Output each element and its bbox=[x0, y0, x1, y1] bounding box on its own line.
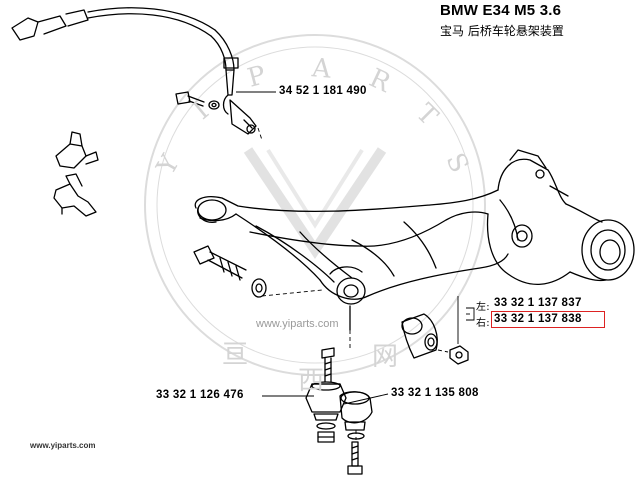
hub-carrier bbox=[486, 149, 635, 286]
rubber-mount-right bbox=[339, 391, 373, 431]
watermark-cn: 西 bbox=[298, 366, 325, 396]
mount-bolt-bottom bbox=[347, 441, 363, 475]
part-number-bushing: 33 32 1 135 808 bbox=[391, 387, 479, 399]
part-number-right-arm: 33 32 1 137 838 bbox=[494, 313, 582, 325]
watermark-cn: 亘 bbox=[222, 340, 249, 370]
part-number-sensor-cable: 34 52 1 181 490 bbox=[279, 85, 367, 97]
leader-dashes bbox=[257, 127, 449, 440]
page-subtitle: 宝马 后桥车轮悬架装置 bbox=[440, 24, 564, 38]
part-side-left-label: 左: bbox=[476, 302, 490, 313]
cable-clip-2 bbox=[53, 173, 97, 217]
washer-stack bbox=[316, 422, 365, 443]
sensor-bolt bbox=[175, 91, 220, 110]
watermark-url: www.yiparts.com bbox=[256, 318, 339, 330]
sensor-cable bbox=[11, 7, 257, 135]
callout-lines bbox=[236, 91, 475, 405]
hex-nut-right bbox=[449, 345, 469, 365]
rear-bushing bbox=[401, 313, 438, 359]
trailing-arm bbox=[194, 189, 509, 305]
watermark-letter: A bbox=[310, 53, 333, 85]
watermark-cn: 网 bbox=[372, 342, 399, 372]
page-title: BMW E34 M5 3.6 bbox=[440, 2, 562, 19]
rubber-mount-left bbox=[305, 381, 347, 421]
pivot-bolt bbox=[193, 245, 267, 298]
mount-bolt-top bbox=[321, 347, 335, 383]
watermark-logo bbox=[144, 34, 486, 376]
corner-url: www.yiparts.com bbox=[30, 441, 96, 450]
part-number-mount: 33 32 1 126 476 bbox=[156, 389, 244, 401]
part-side-right-label: 右: bbox=[476, 318, 490, 329]
cable-clip-1 bbox=[55, 131, 99, 169]
highlight-box bbox=[491, 311, 605, 328]
part-number-left-arm: 33 32 1 137 837 bbox=[494, 297, 582, 309]
